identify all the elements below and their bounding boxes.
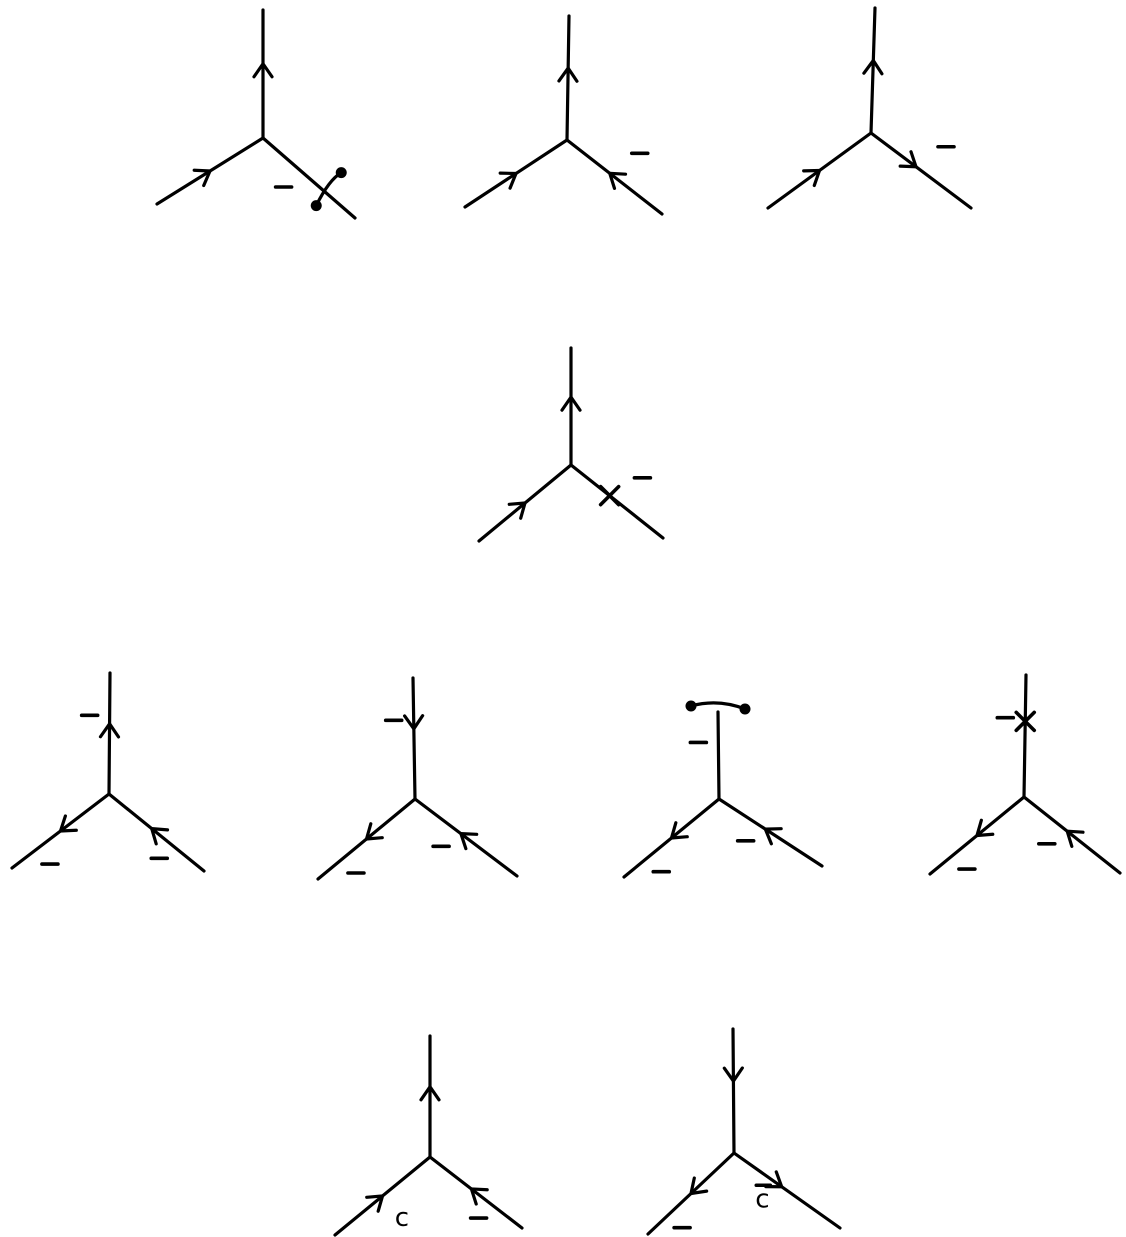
dumbbell-mark bbox=[310, 167, 347, 212]
right-leg bbox=[732, 1151, 842, 1230]
top-arrow bbox=[862, 58, 884, 76]
row-4: cc bbox=[333, 1027, 842, 1237]
left-arrow bbox=[975, 818, 995, 838]
right-arrow bbox=[763, 827, 783, 846]
right-leg bbox=[717, 797, 824, 868]
label-text: c bbox=[395, 1203, 409, 1233]
top-arrow bbox=[722, 1066, 744, 1083]
right-arrow bbox=[459, 832, 479, 851]
top-leg bbox=[1022, 673, 1028, 799]
top-arrow bbox=[419, 1085, 441, 1102]
left-arrow bbox=[689, 1176, 709, 1196]
top-arrow bbox=[557, 66, 579, 83]
left-arrow bbox=[498, 171, 518, 190]
left-arrow bbox=[669, 821, 689, 840]
right-leg bbox=[428, 1155, 524, 1230]
left-arrow bbox=[192, 168, 212, 188]
left-arrow bbox=[507, 501, 527, 520]
right-leg bbox=[565, 138, 664, 216]
vertex-4 bbox=[477, 346, 665, 543]
left-arrow bbox=[365, 1194, 385, 1213]
left-arrow bbox=[802, 168, 822, 188]
row-2 bbox=[477, 346, 665, 543]
vertex-9: c bbox=[333, 1034, 524, 1237]
right-leg bbox=[261, 136, 357, 220]
right-arrow bbox=[469, 1187, 489, 1206]
label-mark: c bbox=[754, 1183, 773, 1214]
right-arrow bbox=[898, 150, 918, 169]
left-arrow bbox=[58, 814, 78, 833]
right-arrow bbox=[608, 171, 628, 190]
right-leg bbox=[1022, 795, 1122, 875]
top-leg bbox=[869, 6, 877, 135]
row-3 bbox=[10, 671, 1122, 881]
cross-mark bbox=[598, 484, 621, 507]
vertex-3 bbox=[766, 6, 973, 210]
top-arrow bbox=[560, 395, 582, 412]
top-leg bbox=[716, 710, 721, 801]
dumbbell-mark bbox=[685, 700, 751, 715]
vertex-7 bbox=[622, 700, 824, 879]
vertex-10: c bbox=[646, 1027, 842, 1236]
row-1 bbox=[155, 6, 973, 220]
label-mark: c bbox=[395, 1203, 409, 1233]
top-leg bbox=[731, 1027, 736, 1155]
cross-mark bbox=[1014, 710, 1037, 733]
vertex-2 bbox=[463, 14, 664, 216]
top-arrow bbox=[403, 714, 425, 731]
vertex-8 bbox=[928, 673, 1122, 876]
right-leg bbox=[869, 131, 973, 210]
top-leg bbox=[565, 14, 571, 142]
right-leg bbox=[413, 797, 519, 878]
vertex-6 bbox=[316, 676, 519, 881]
vertex-1 bbox=[155, 8, 357, 220]
label-text: c bbox=[755, 1184, 769, 1214]
right-arrow bbox=[150, 827, 170, 846]
top-leg bbox=[107, 671, 112, 796]
top-arrow bbox=[252, 62, 274, 79]
top-arrow bbox=[98, 722, 121, 739]
left-arrow bbox=[364, 822, 384, 841]
vertex-5 bbox=[10, 671, 206, 873]
top-leg bbox=[411, 676, 417, 801]
right-leg bbox=[107, 792, 206, 873]
right-arrow bbox=[1065, 829, 1085, 848]
